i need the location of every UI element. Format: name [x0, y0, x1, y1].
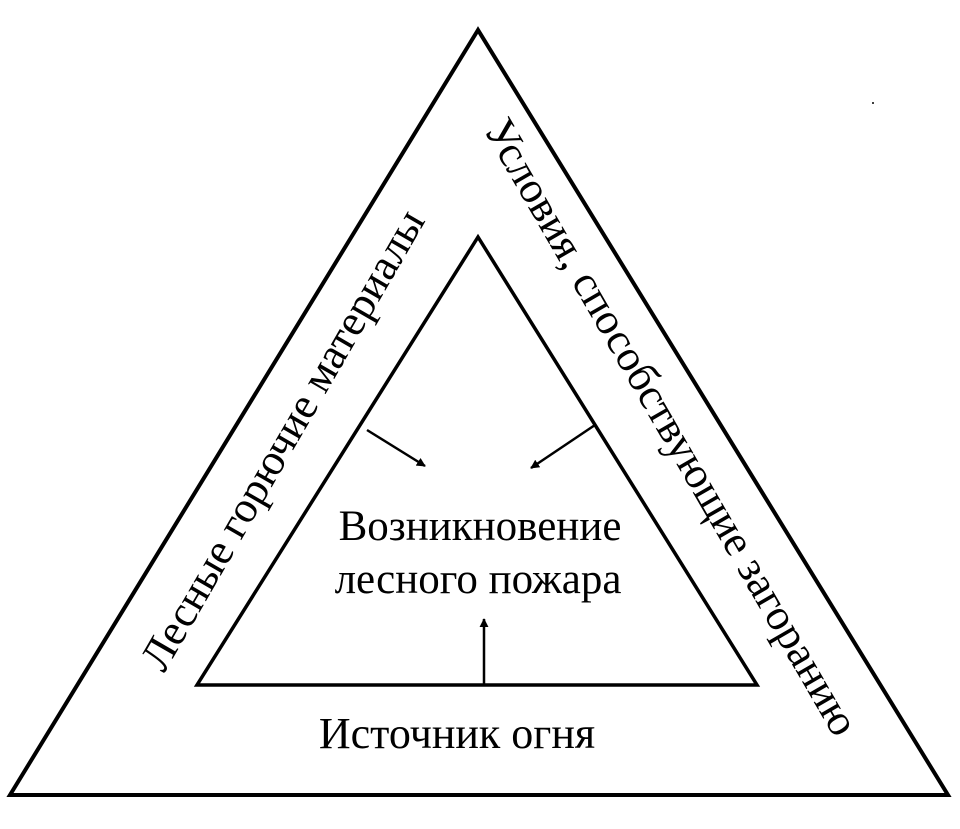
left-side-label: Лесные горючие материалы — [130, 201, 434, 679]
right-side-label: Условия, способствующие загоранию — [474, 110, 869, 744]
center-label-line2: лесного пожара — [335, 556, 622, 603]
outer-triangle — [6, 26, 952, 797]
center-label-line1: Возникновение — [339, 503, 622, 550]
bottom-label: Источник огня — [319, 709, 595, 758]
scan-speck — [872, 102, 874, 104]
arrow-left — [366, 428, 426, 468]
arrow-right — [530, 423, 596, 470]
inner-triangle — [193, 233, 761, 687]
